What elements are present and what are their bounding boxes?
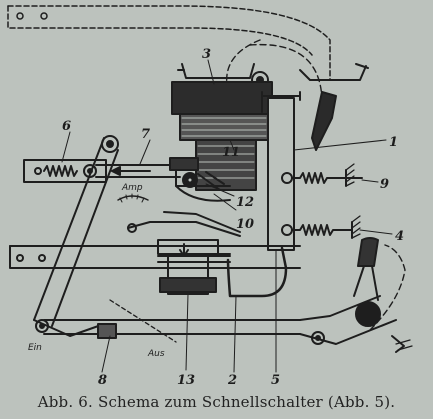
- label-2: 2: [227, 373, 237, 388]
- rod-7: [95, 164, 181, 178]
- label-1: 1: [389, 135, 398, 150]
- label-ein: Ein: [28, 343, 42, 353]
- contact-finger: [311, 91, 337, 151]
- label-7: 7: [141, 127, 150, 142]
- amp-scale: [117, 193, 149, 203]
- label-9: 9: [380, 177, 389, 192]
- label-13: 13: [177, 373, 195, 388]
- label-11: 11: [222, 145, 240, 160]
- figure-caption: Abb. 6. Schema zum Schnellschalter (Abb.…: [37, 393, 396, 411]
- frame-rails: [9, 245, 301, 269]
- label-3: 3: [202, 47, 211, 62]
- label-8: 8: [98, 373, 107, 388]
- latch-12: [169, 157, 231, 202]
- top-dashed-bracket: [7, 5, 331, 81]
- lever-10: [127, 211, 241, 237]
- schematic-drawing: 1 2 3 4 5 6 7 8 9 10 11 12 13 Amp Ein Au…: [7, 5, 413, 388]
- label-aus: Aus: [147, 349, 165, 359]
- label-amp: Amp: [121, 183, 143, 193]
- spring-9: [281, 163, 363, 187]
- spring-4: [281, 215, 361, 239]
- label-12: 12: [236, 195, 254, 210]
- label-4: 4: [395, 229, 404, 244]
- aus-dashed-line: [109, 299, 177, 343]
- label-6: 6: [62, 119, 71, 134]
- hand-lever-8: [33, 135, 119, 337]
- flex-conductor-2: [226, 246, 288, 298]
- schematic-figure: 1 2 3 4 5 6 7 8 9 10 11 12 13 Amp Ein Au…: [7, 5, 413, 388]
- handle-grip: [353, 237, 413, 353]
- leader-lines: [61, 59, 393, 373]
- label-10: 10: [236, 217, 254, 232]
- label-5: 5: [271, 373, 280, 388]
- push-rod: [43, 295, 397, 345]
